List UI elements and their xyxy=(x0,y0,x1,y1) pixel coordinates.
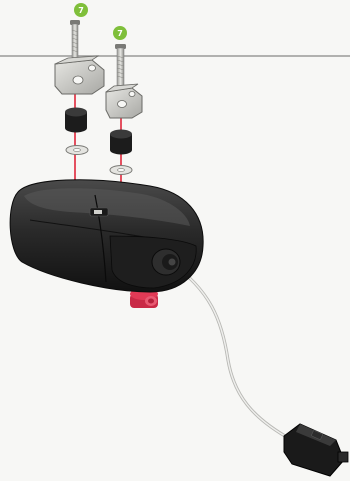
rubber-spacer-left xyxy=(65,108,87,133)
sensor-cable xyxy=(170,262,292,440)
cable-gland xyxy=(152,249,180,275)
mounting-bracket-left xyxy=(55,56,104,94)
mounting-bracket-right xyxy=(106,84,142,118)
rubber-spacer-right xyxy=(110,130,132,155)
step-marker-2: 7 xyxy=(113,26,127,40)
svg-text:7: 7 xyxy=(78,6,84,15)
screw-right xyxy=(115,44,126,90)
washer-left xyxy=(66,146,88,155)
washer-right xyxy=(110,166,132,175)
device-body xyxy=(10,180,203,292)
cable-connector xyxy=(284,424,348,476)
svg-text:7: 7 xyxy=(117,29,123,38)
step-marker-1: 7 xyxy=(74,3,88,17)
